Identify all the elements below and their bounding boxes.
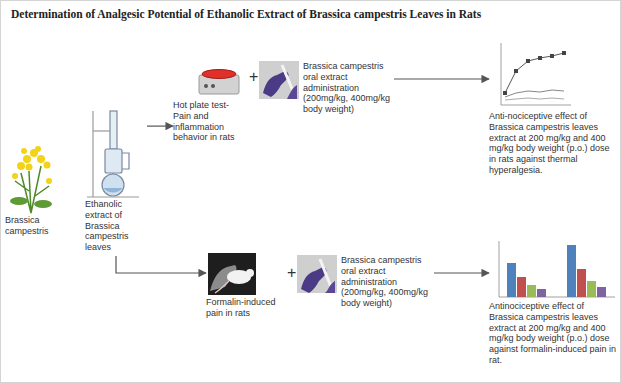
caption-text: Brassica campestris: [5, 215, 63, 237]
caption-text: Hot plate test- Pain and inflammation be…: [173, 100, 249, 143]
extraction-apparatus: [87, 111, 139, 197]
flow-arrow: [394, 78, 489, 79]
caption-text: Anti-nociceptive effect of Brassica camp…: [489, 111, 614, 176]
caption-text: Formalin-induced pain in rats: [206, 297, 284, 319]
caption-text: Antinociceptive effect of Brassica campe…: [489, 301, 617, 366]
plant-picture: [10, 146, 52, 213]
plus-sign: +: [287, 265, 296, 281]
caption-text: Brassica campestris oral extract adminis…: [303, 61, 394, 115]
dosing-step: Brassica campestris oral extract adminis…: [259, 59, 394, 118]
caption-text: Ethanolic extract of Brassica campestris…: [85, 199, 147, 253]
hot-plate-picture: [199, 70, 239, 95]
diagram-title: Determination of Analgesic Potential of …: [11, 8, 481, 20]
gloved-hand-picture: [259, 61, 299, 99]
caption-text: Brassica campestris oral extract adminis…: [341, 255, 434, 309]
rat-handling-picture: [208, 253, 256, 295]
flow-arrow: [147, 125, 173, 126]
test-step: Hot plate test- Pain and inflammation be…: [173, 56, 249, 146]
result-chart: Anti-nociceptive effect of Brassica camp…: [489, 39, 614, 179]
bar-chart-picture: [499, 241, 615, 297]
flow-arrow: [434, 272, 489, 273]
dosing-step: Brassica campestris oral extract adminis…: [297, 253, 434, 312]
plant-source: Brassica campestris: [5, 143, 63, 240]
plus-sign: +: [249, 69, 258, 85]
test-step: Formalin-induced pain in rats: [206, 251, 284, 322]
line-chart-picture: [501, 43, 571, 105]
extract-step: Ethanolic extract of Brassica campestris…: [85, 106, 147, 256]
flow-arrow: [116, 256, 206, 273]
gloved-hand-picture: [297, 255, 337, 293]
result-chart: Antinociceptive effect of Brassica campe…: [489, 237, 617, 369]
